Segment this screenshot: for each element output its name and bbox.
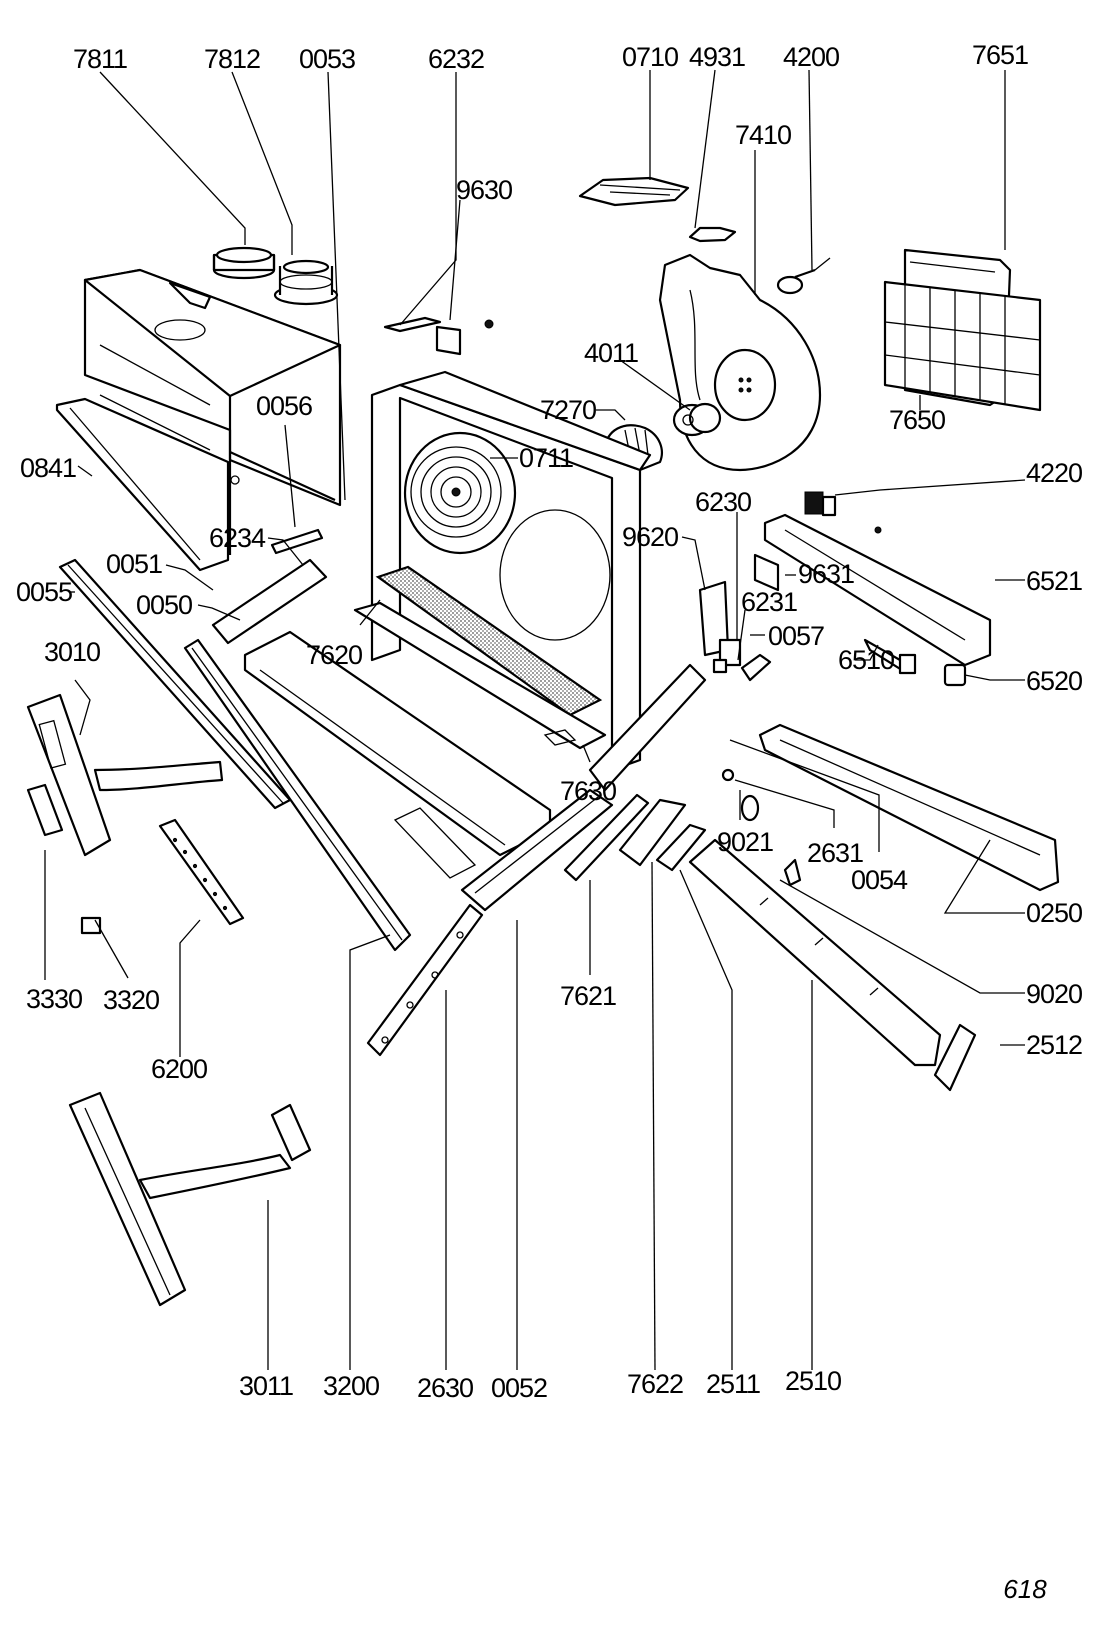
- part-bearing-9021[interactable]: [740, 794, 760, 822]
- label-0051: 0051: [106, 549, 162, 579]
- page-number: 618: [1003, 1574, 1047, 1604]
- label-6232: 6232: [428, 44, 484, 74]
- label-7410: 7410: [735, 120, 791, 150]
- label-0055: 0055: [16, 577, 72, 607]
- part-motor-4011[interactable]: [672, 402, 722, 437]
- label-9021: 9021: [717, 827, 773, 857]
- part-bracket-9631[interactable]: [753, 553, 780, 592]
- part-clip-0057[interactable]: [740, 653, 772, 682]
- label-7270: 7270: [540, 395, 596, 425]
- part-filter-tray-7630[interactable]: [353, 601, 607, 750]
- label-7650: 7650: [889, 405, 945, 435]
- part-pcb-6200[interactable]: [158, 818, 245, 926]
- label-2511: 2511: [706, 1369, 760, 1399]
- label-0056: 0056: [256, 391, 312, 421]
- part-slide-2630[interactable]: [366, 903, 484, 1057]
- label-4200: 4200: [783, 42, 839, 72]
- label-3200: 3200: [323, 1371, 379, 1401]
- part-collar-7812[interactable]: [273, 259, 339, 306]
- label-6200: 6200: [151, 1054, 207, 1084]
- part-rail-7621[interactable]: [563, 793, 650, 882]
- label-4011: 4011: [584, 338, 638, 368]
- part-strip-0056[interactable]: [270, 528, 324, 555]
- label-7812: 7812: [204, 44, 260, 74]
- label-3320: 3320: [103, 985, 159, 1015]
- part-rail-0054[interactable]: [758, 723, 1060, 892]
- label-0057: 0057: [768, 621, 824, 651]
- part-microswitch-6230[interactable]: [718, 638, 742, 667]
- part-glass-2510[interactable]: [688, 838, 942, 1067]
- label-0052: 0052: [491, 1373, 547, 1403]
- label-6520: 6520: [1026, 666, 1082, 696]
- label-7630: 7630: [560, 776, 616, 806]
- part-trim-3200[interactable]: [183, 638, 412, 952]
- part-housing-box[interactable]: [55, 268, 342, 572]
- part-back-panel-0711[interactable]: [370, 370, 652, 772]
- label-2510: 2510: [785, 1366, 841, 1396]
- leader-lines: [44, 69, 1026, 1371]
- label-2630: 2630: [417, 1373, 473, 1403]
- label-0054: 0054: [851, 865, 908, 895]
- part-capacitor-4200[interactable]: [776, 257, 831, 295]
- part-carbon-filter-7620[interactable]: [375, 565, 603, 717]
- part-cover-0710[interactable]: [578, 176, 690, 207]
- part-bracket-9630[interactable]: [435, 319, 494, 356]
- label-0250: 0250: [1026, 898, 1082, 928]
- label-6510: 6510: [838, 645, 894, 675]
- label-0050: 0050: [136, 590, 192, 620]
- part-rail-0052[interactable]: [460, 788, 614, 912]
- label-6521: 6521: [1026, 566, 1082, 596]
- part-switch-4220[interactable]: [804, 491, 882, 534]
- label-0711: 0711: [519, 443, 573, 473]
- part-control-panel-3011[interactable]: [68, 1091, 312, 1307]
- part-switch-3330[interactable]: [26, 783, 64, 837]
- label-3010: 3010: [44, 637, 100, 667]
- part-collar-7811[interactable]: [212, 246, 276, 280]
- part-profile-7630[interactable]: [588, 663, 707, 792]
- label-6234: 6234: [209, 523, 266, 553]
- part-grease-filter-7650[interactable]: [883, 280, 1042, 412]
- part-button-3320[interactable]: [80, 916, 102, 935]
- part-clip-9020[interactable]: [783, 858, 802, 887]
- label-2512: 2512: [1026, 1030, 1082, 1060]
- part-plate-4931[interactable]: [688, 226, 737, 243]
- label-4220: 4220: [1026, 458, 1082, 488]
- part-knob-6520[interactable]: [943, 663, 967, 687]
- label-6230: 6230: [695, 487, 751, 517]
- label-7651: 7651: [972, 40, 1028, 70]
- label-9020: 9020: [1026, 979, 1082, 1009]
- label-9631: 9631: [798, 559, 854, 589]
- label-2631: 2631: [807, 838, 863, 868]
- part-profile-0051[interactable]: [211, 558, 328, 645]
- label-7620: 7620: [306, 640, 362, 670]
- label-7622: 7622: [627, 1369, 683, 1399]
- label-0053: 0053: [299, 44, 355, 74]
- label-6231: 6231: [741, 587, 797, 617]
- part-rail-6521[interactable]: [763, 513, 992, 667]
- part-endcap-2512[interactable]: [933, 1023, 977, 1092]
- label-7621: 7621: [560, 981, 616, 1011]
- label-7811: 7811: [73, 44, 127, 74]
- label-4931: 4931: [689, 42, 745, 72]
- part-knob-shaft-6510[interactable]: [863, 638, 917, 675]
- part-bracket-7622[interactable]: [618, 798, 687, 867]
- label-3011: 3011: [239, 1371, 293, 1401]
- label-0710: 0710: [622, 42, 678, 72]
- label-0841: 0841: [20, 453, 76, 483]
- part-endcap-2511[interactable]: [655, 823, 707, 872]
- label-3330: 3330: [26, 984, 82, 1014]
- label-9620: 9620: [622, 522, 678, 552]
- part-pushbutton-6231[interactable]: [712, 658, 728, 674]
- part-clip-6232[interactable]: [383, 316, 442, 333]
- label-9630: 9630: [456, 175, 512, 205]
- part-control-panel-3010[interactable]: [26, 693, 224, 857]
- part-bracket-2631[interactable]: [721, 768, 735, 782]
